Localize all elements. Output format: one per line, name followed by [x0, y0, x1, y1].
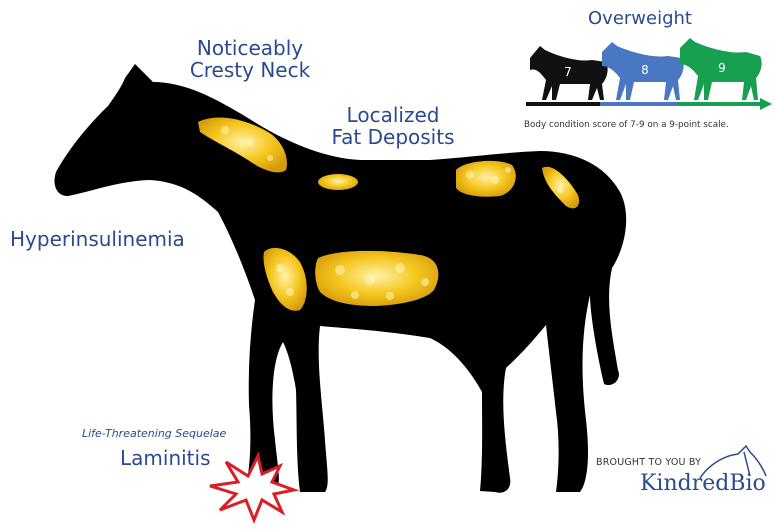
- label-cresty-neck-line1: Noticeably: [183, 38, 317, 60]
- scale-caption: Body condition score of 7-9 on a 9-point…: [524, 121, 729, 131]
- scale-score-8: 8: [641, 63, 649, 77]
- laminitis-burst-icon: [210, 456, 294, 520]
- label-fat-deposits-line1: Localized: [318, 105, 468, 127]
- label-sequelae: Life-Threatening Sequelae: [82, 428, 226, 440]
- scale-score-9: 9: [718, 61, 726, 75]
- scale-title: Overweight: [588, 9, 692, 28]
- fat-deposit-back: [456, 161, 516, 197]
- scale-arrowhead-icon: [760, 98, 772, 110]
- label-cresty-neck-line2: Cresty Neck: [183, 60, 317, 82]
- label-cresty-neck: Noticeably Cresty Neck: [183, 38, 317, 81]
- fat-deposit-withers: [318, 174, 358, 190]
- body-condition-scale: 7 8 9: [526, 38, 772, 110]
- label-fat-deposits-line2: Fat Deposits: [318, 127, 468, 149]
- label-hyperinsulinemia: Hyperinsulinemia: [10, 229, 185, 251]
- label-fat-deposits: Localized Fat Deposits: [318, 105, 468, 148]
- brought-to-you-by: BROUGHT TO YOU BY: [596, 458, 701, 468]
- label-laminitis: Laminitis: [120, 448, 211, 470]
- fat-deposit-ribs: [315, 251, 438, 306]
- brand-name: KindredBio: [640, 472, 766, 496]
- scale-score-7: 7: [564, 65, 572, 79]
